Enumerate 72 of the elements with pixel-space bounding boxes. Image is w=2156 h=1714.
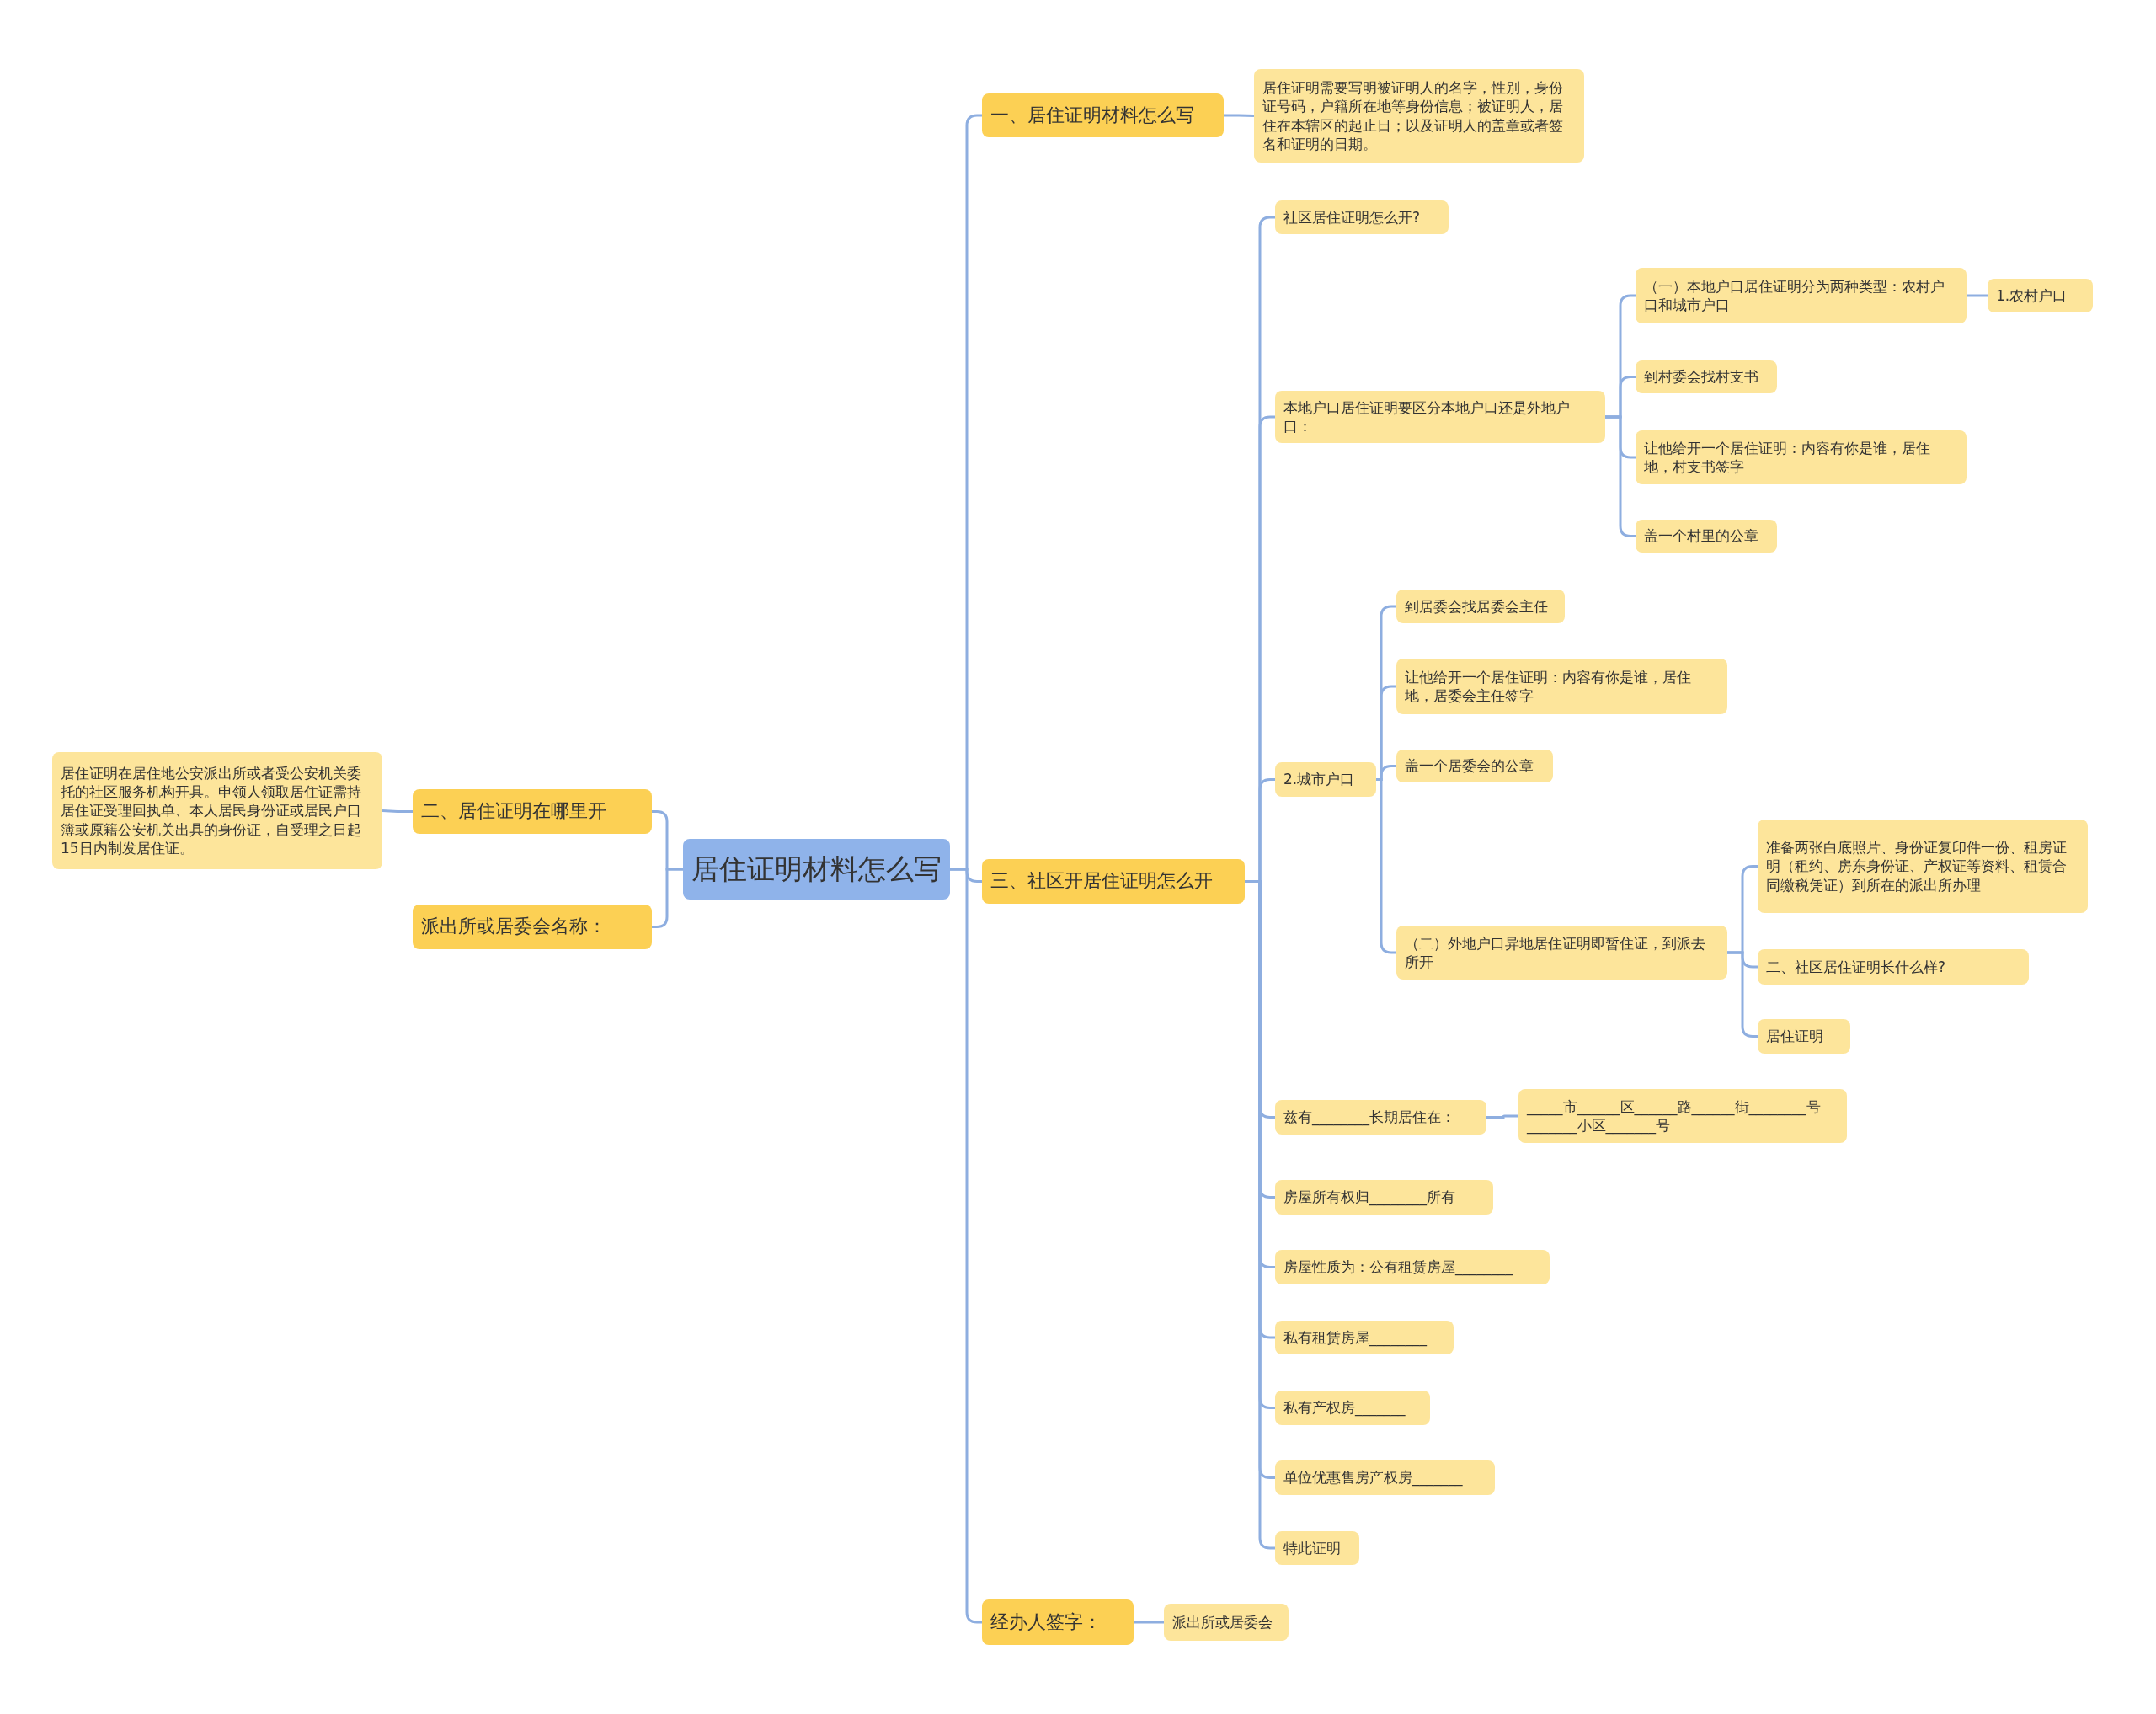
connector-line bbox=[1727, 951, 1758, 1038]
subtopic-box bbox=[1758, 1019, 1850, 1054]
subtopic-box bbox=[1275, 1460, 1495, 1495]
topic-text: 到居委会找居委会主任 bbox=[1405, 596, 1548, 617]
connector-line bbox=[950, 868, 983, 1624]
connector-line bbox=[1224, 114, 1255, 117]
topic-text: 准备两张白底照片、身份证复印件一份、租房证明（租约、房东身份证、产权证等资料、租赁合同缴税凭证）到所在的派出所办理 bbox=[1766, 838, 2068, 894]
subtopic-box bbox=[1988, 279, 2093, 312]
topic-text: 兹有________长期居住在： bbox=[1283, 1108, 1455, 1127]
subtopic-box bbox=[1636, 430, 1967, 484]
topic-text: 盖一个居委会的公章 bbox=[1405, 756, 1534, 776]
topic-text: 一、居住证明材料怎么写 bbox=[990, 103, 1194, 127]
topic-text: 经办人签字： bbox=[990, 1610, 1102, 1634]
subtopic-box bbox=[1275, 1531, 1359, 1565]
topic-text: 二、居住证明在哪里开 bbox=[421, 799, 606, 824]
topic-text: 让他给开一个居住证明：内容有你是谁，居住地，居委会主任签字 bbox=[1405, 667, 1692, 706]
topic-text: 到村委会找村支书 bbox=[1644, 367, 1758, 387]
subtopic-box bbox=[1518, 1089, 1847, 1143]
topic-text: 三、社区开居住证明怎么开 bbox=[990, 869, 1213, 894]
topic-text: 1.农村户口 bbox=[1996, 286, 2068, 306]
topic-text: 派出所或居委会 bbox=[1172, 1612, 1273, 1632]
root-topic-box bbox=[683, 839, 950, 900]
subtopic-box bbox=[1396, 659, 1727, 714]
topic-text: 让他给开一个居住证明：内容有你是谁，居住地，村支书签字 bbox=[1644, 438, 1931, 477]
topic-text: 私有租赁房屋________ bbox=[1283, 1327, 1427, 1348]
connector-line bbox=[382, 809, 413, 813]
subtopic-box bbox=[1275, 391, 1605, 443]
subtopic-box bbox=[1396, 926, 1727, 980]
connector-line bbox=[652, 868, 683, 928]
subtopic-box bbox=[1396, 750, 1553, 782]
subtopic-box bbox=[1636, 360, 1777, 393]
topic-text: 本地户口居住证明要区分本地户口还是外地户口： bbox=[1283, 398, 1571, 436]
main-topic-box bbox=[982, 1599, 1134, 1645]
topic-text: _____市______区______路______街________号_______小区_______号 bbox=[1527, 1097, 1822, 1135]
subtopic-box bbox=[1758, 949, 2029, 985]
topic-text: 居住证明材料怎么写 bbox=[691, 851, 942, 887]
topic-text: 私有产权房_______ bbox=[1283, 1398, 1406, 1418]
topic-text: 居住证明在居住地公安派出所或者受公安机关委托的社区服务机构开具。申领人领取居住证需持居住证受理回执单、本人居民身份证或居民户口簿或原籍公安机关出具的身份证，自受理之日起15日内制发居住证。 bbox=[61, 764, 362, 857]
subtopic-box bbox=[1164, 1604, 1289, 1641]
topic-text: 2.城市户口 bbox=[1283, 770, 1355, 789]
subtopic-box bbox=[1275, 762, 1376, 797]
topic-text: 二、社区居住证明长什么样? bbox=[1766, 957, 1946, 977]
topic-text: 居住证明 bbox=[1766, 1027, 1823, 1046]
subtopic-box bbox=[1275, 1250, 1550, 1284]
topic-text: 社区居住证明怎么开? bbox=[1283, 207, 1421, 227]
topic-text: 房屋性质为：公有租赁房屋________ bbox=[1283, 1257, 1513, 1277]
subtopic-box bbox=[1275, 1391, 1430, 1425]
subtopic-box bbox=[1636, 268, 1967, 323]
subtopic-box bbox=[1396, 590, 1565, 623]
main-topic-box bbox=[982, 859, 1245, 904]
subtopic-box bbox=[52, 752, 382, 869]
subtopic-box bbox=[1275, 1321, 1454, 1354]
main-topic-box bbox=[982, 93, 1224, 137]
subtopic-box bbox=[1758, 820, 2088, 913]
connector-line bbox=[1134, 1621, 1164, 1624]
connector-line bbox=[1486, 1114, 1518, 1119]
topic-text: 房屋所有权归________所有 bbox=[1283, 1188, 1455, 1207]
topic-text: （二）外地户口异地居住证明即暂住证，到派去所开 bbox=[1405, 933, 1706, 972]
topic-text: 特此证明 bbox=[1283, 1538, 1341, 1558]
subtopic-box bbox=[1275, 1100, 1486, 1135]
subtopic-box bbox=[1275, 200, 1449, 234]
topic-text: 居住证明需要写明被证明人的名字，性别，身份证号码，户籍所在地等身份信息；被证明人，居住在本辖区的起止日；以及证明人的盖章或者签名和证明的日期。 bbox=[1262, 78, 1564, 153]
topic-text: （一）本地户口居住证明分为两种类型：农村户口和城市户口 bbox=[1644, 276, 1945, 315]
topic-text: 派出所或居委会名称： bbox=[421, 915, 606, 939]
main-topic-box bbox=[413, 789, 652, 834]
topic-text: 盖一个村里的公章 bbox=[1644, 526, 1758, 546]
subtopic-box bbox=[1275, 1180, 1493, 1215]
subtopic-box bbox=[1254, 69, 1584, 163]
subtopic-box bbox=[1636, 520, 1777, 553]
main-topic-box bbox=[413, 905, 652, 949]
connector-line bbox=[1967, 294, 1988, 297]
topic-text: 单位优惠售房产权房_______ bbox=[1283, 1468, 1463, 1487]
